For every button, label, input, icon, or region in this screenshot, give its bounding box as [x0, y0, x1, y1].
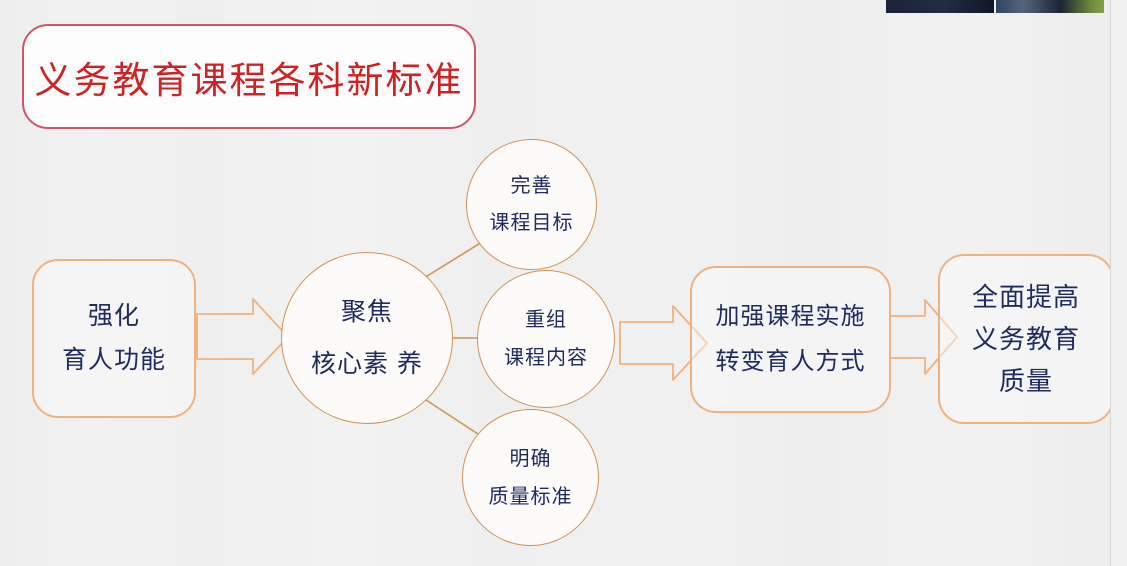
photo-strip [886, 0, 1104, 13]
node-implementation[interactable]: 加强课程实施 转变育人方式 [690, 266, 891, 413]
node-reorganize-content[interactable]: 重组 课程内容 [477, 270, 615, 408]
node-perfect-goal-line-2: 课程目标 [489, 211, 574, 234]
node-core-literacy-line-1: 聚焦 [340, 297, 393, 326]
node-core-literacy[interactable]: 聚焦 核心素 养 [281, 252, 453, 424]
node-strengthen[interactable]: 强化 育人功能 [32, 259, 196, 418]
node-implementation-line-2: 转变育人方式 [715, 347, 866, 375]
node-strengthen-line-1: 强化 [87, 301, 140, 330]
node-reorganize-content-line-1: 重组 [525, 309, 567, 331]
node-implementation-line-1: 加强课程实施 [715, 303, 866, 331]
node-quality-line-2: 义务教育 [971, 323, 1080, 354]
node-strengthen-line-2: 育人功能 [61, 345, 166, 374]
node-quality-line-1: 全面提高 [971, 281, 1080, 312]
node-perfect-goal[interactable]: 完善 课程目标 [466, 139, 597, 270]
photo-thumbnail-1 [886, 0, 994, 13]
node-perfect-goal-line-1: 完善 [510, 174, 553, 197]
node-core-literacy-line-2: 核心素 养 [311, 350, 423, 378]
slide-title-box: 义务教育课程各科新标准 [22, 24, 476, 129]
node-quality[interactable]: 全面提高 义务教育 质量 [938, 254, 1114, 424]
node-reorganize-content-line-2: 课程内容 [504, 347, 588, 369]
node-clarify-standard-line-1: 明确 [509, 447, 552, 470]
node-clarify-standard[interactable]: 明确 质量标准 [462, 409, 599, 546]
node-clarify-standard-line-2: 质量标准 [488, 485, 573, 508]
page-edge-strip [1110, 0, 1127, 566]
photo-thumbnail-2 [996, 0, 1104, 13]
node-quality-line-3: 质量 [998, 366, 1053, 397]
slide-title-text: 义务教育课程各科新标准 [34, 59, 464, 101]
